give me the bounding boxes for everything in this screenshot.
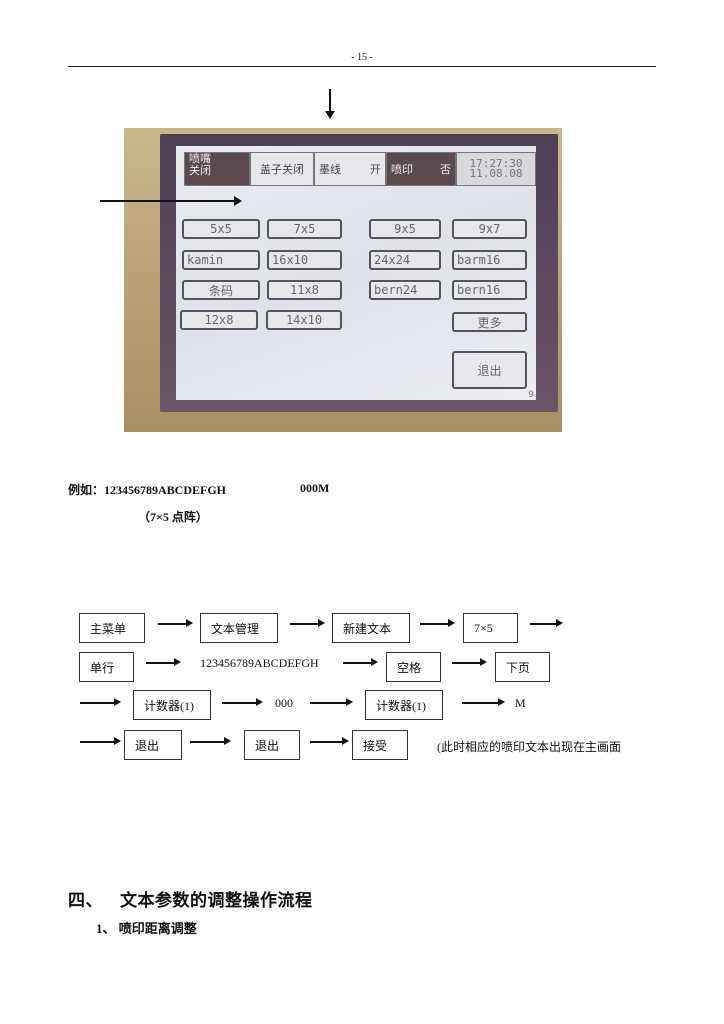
cap-status[interactable]: 盖子关闭 [250, 152, 314, 186]
clock-date: 11.08.08 [469, 167, 523, 180]
flow-arrow-icon [462, 699, 505, 705]
clock-time: 17:27:30 [469, 157, 523, 170]
exit-button[interactable]: 退出 [452, 351, 527, 389]
font-button-barcode[interactable]: 条码 [182, 280, 260, 300]
flow-box-single-line: 单行 [79, 652, 134, 682]
font-button-barm16[interactable]: barm16 [452, 250, 527, 270]
nozzle-status[interactable]: 喷嘴 关闭 [184, 152, 250, 186]
flow-arrow-icon [452, 659, 487, 665]
section-heading: 四、文本参数的调整操作流程 [68, 886, 313, 911]
print-value: 否 [440, 163, 451, 176]
nozzle-status-line2: 关闭 [189, 164, 211, 177]
ink-line-status[interactable]: 墨线 开 [314, 152, 386, 186]
page-number: - 15 - [351, 52, 373, 63]
flow-arrow-icon [310, 738, 349, 744]
annotation-arrow-right-icon [100, 196, 242, 206]
flow-box-7x5: 7×5 [463, 613, 518, 643]
flow-box-counter: 计数器(1) [133, 690, 211, 720]
flow-text-counter-value: 000 [275, 696, 293, 710]
flow-arrow-icon [530, 620, 563, 626]
font-button-16x10[interactable]: 16x10 [267, 250, 342, 270]
flow-box-exit-2: 退出 [244, 730, 300, 760]
print-status[interactable]: 喷印 否 [386, 152, 456, 186]
font-button-9x7[interactable]: 9x7 [452, 219, 527, 239]
flow-arrow-icon [80, 699, 121, 705]
font-button-5x5[interactable]: 5x5 [182, 219, 260, 239]
ink-line-label: 墨线 [319, 163, 341, 176]
flow-arrow-icon [290, 620, 325, 626]
flow-arrow-icon [146, 659, 181, 665]
example-note: （7×5 点阵） [138, 510, 208, 524]
section-title: 文本参数的调整操作流程 [120, 891, 313, 910]
flow-box-counter-2: 计数器(1) [365, 690, 443, 720]
screen-bezel: 喷嘴 关闭 盖子关闭 墨线 开 喷印 否 17:27:30 11.08.08 5… [160, 134, 558, 412]
flow-box-exit: 退出 [124, 730, 182, 760]
example-label: 例如：123456789ABCDEFGH [68, 483, 227, 497]
print-label: 喷印 [391, 163, 413, 176]
nozzle-status-line1: 喷嘴 [189, 152, 211, 165]
flow-arrow-icon [158, 620, 193, 626]
clock: 17:27:30 11.08.08 [456, 152, 536, 186]
flow-box-next-page: 下页 [495, 652, 550, 682]
flow-box-accept: 接受 [352, 730, 408, 760]
ink-line-value: 开 [370, 163, 381, 176]
subsection-heading: 1、 喷印距离调整 [96, 921, 197, 936]
flow-arrow-icon [222, 699, 263, 705]
flow-arrow-icon [343, 659, 378, 665]
touch-screen: 喷嘴 关闭 盖子关闭 墨线 开 喷印 否 17:27:30 11.08.08 5… [176, 146, 536, 400]
font-button-12x8[interactable]: 12x8 [180, 310, 258, 330]
font-button-bern16[interactable]: bern16 [452, 280, 527, 300]
annotation-arrow-down-icon [325, 89, 335, 119]
flow-box-text-management: 文本管理 [200, 613, 278, 643]
header-rule [68, 66, 656, 67]
font-button-11x8[interactable]: 11x8 [267, 280, 342, 300]
device-photo: 喷嘴 关闭 盖子关闭 墨线 开 喷印 否 17:27:30 11.08.08 5… [124, 128, 562, 432]
font-button-bern24[interactable]: bern24 [369, 280, 441, 300]
section-number: 四、 [68, 891, 103, 910]
flow-text-suffix: M [515, 696, 526, 710]
flow-arrow-icon [420, 620, 455, 626]
font-button-9x5[interactable]: 9x5 [369, 219, 441, 239]
flow-box-space: 空格 [386, 652, 441, 682]
font-button-14x10[interactable]: 14x10 [266, 310, 342, 330]
font-button-kamin[interactable]: kamin [182, 250, 260, 270]
page-indicator: 9 [528, 390, 534, 400]
flow-box-main-menu: 主菜单 [79, 613, 145, 643]
flow-note: (此时相应的喷印文本出现在主画面 [437, 740, 621, 754]
flow-arrow-icon [80, 738, 121, 744]
example-value: 000M [300, 481, 330, 495]
flow-arrow-icon [310, 699, 353, 705]
flow-box-new-text: 新建文本 [332, 613, 410, 643]
flow-arrow-icon [190, 738, 231, 744]
font-button-7x5[interactable]: 7x5 [267, 219, 342, 239]
status-bar: 喷嘴 关闭 盖子关闭 墨线 开 喷印 否 17:27:30 11.08.08 [184, 152, 540, 186]
flow-text-input: 123456789ABCDEFGH [200, 656, 319, 670]
font-button-24x24[interactable]: 24x24 [369, 250, 441, 270]
more-button[interactable]: 更多 [452, 312, 527, 332]
